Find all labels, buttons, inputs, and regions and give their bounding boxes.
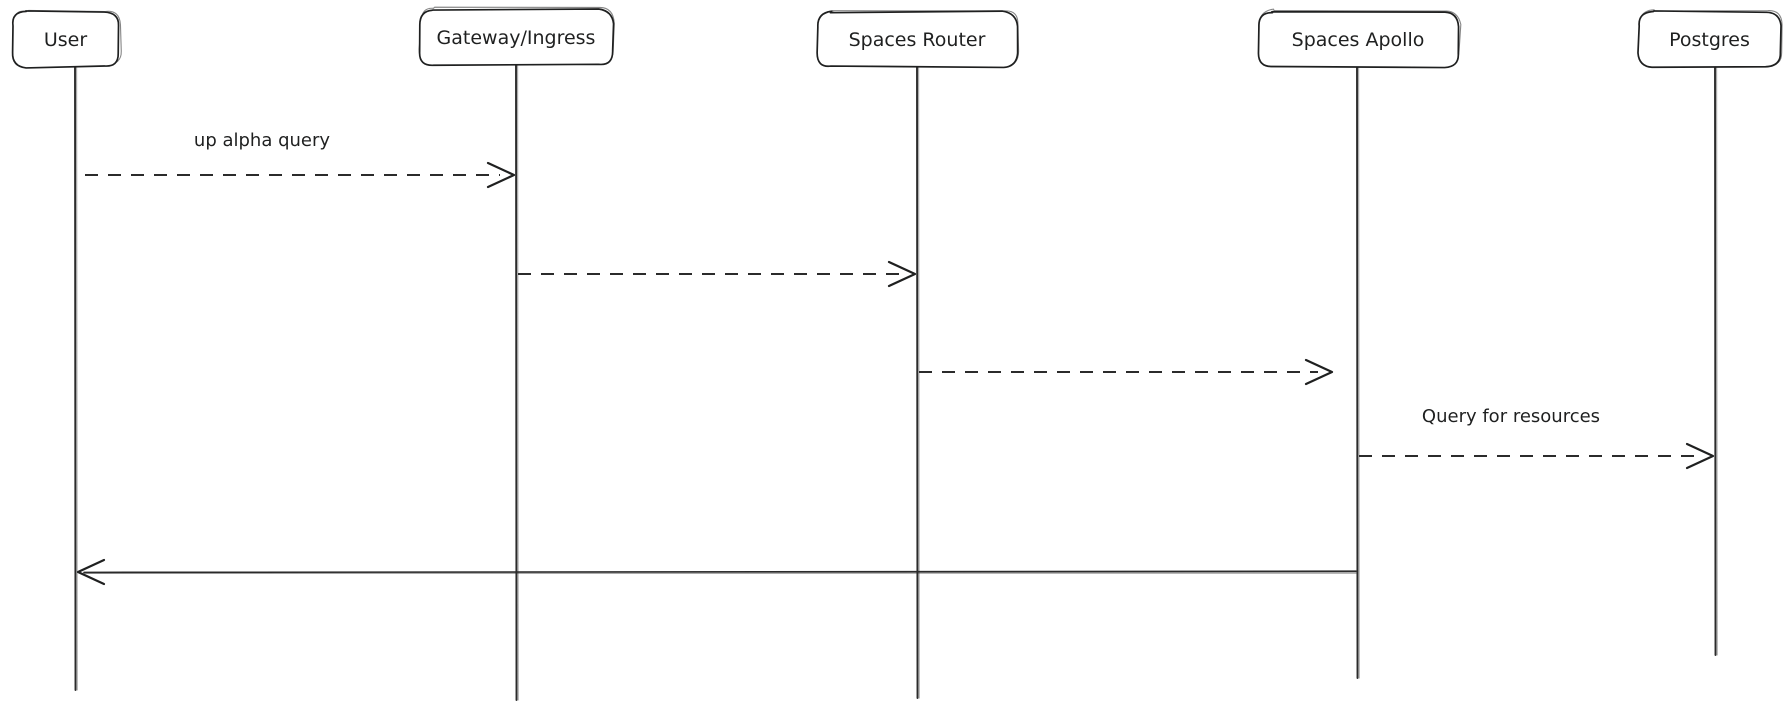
message-label: up alpha query [194, 130, 330, 151]
lifeline-stroke [916, 66, 919, 699]
lifeline-ghost-stroke [1716, 66, 1718, 656]
actor-label-apollo: Spaces Apollo [1292, 29, 1425, 51]
actor-box-shape [11, 10, 120, 69]
message-2[interactable] [919, 358, 1334, 386]
arrow-head-icon [486, 161, 516, 189]
actor-box-gateway[interactable]: Gateway/Ingress [418, 6, 615, 67]
lifeline-ghost-stroke [918, 66, 920, 699]
actors-layer: User Gateway/Ingress Spaces Router Spaces A… [11, 6, 1783, 69]
lifeline-apollo [1356, 66, 1360, 679]
lifeline-stroke [1356, 66, 1359, 679]
actor-box-shape [1637, 10, 1782, 69]
arrow-head-icon [76, 558, 106, 586]
lifeline-ghost-stroke [76, 66, 78, 691]
actor-box-user[interactable]: User [11, 9, 122, 69]
lifeline-postgres [1714, 66, 1718, 656]
actor-box-apollo[interactable]: Spaces Apollo [1257, 8, 1462, 69]
actor-label-gateway: Gateway/Ingress [437, 27, 596, 49]
actor-box-shape [816, 10, 1019, 69]
lifeline-gateway [515, 64, 519, 701]
message-3-query-for-resources[interactable]: Query for resources [1359, 406, 1715, 470]
lifeline-ghost-stroke [1358, 66, 1360, 679]
actor-box-shape [418, 8, 615, 67]
lifelines-layer [74, 64, 1718, 701]
actor-box-postgres[interactable]: Postgres [1637, 9, 1783, 69]
arrow-head-icon [887, 260, 917, 288]
lifeline-ghost-stroke [517, 64, 519, 701]
actor-label-router: Spaces Router [849, 29, 986, 51]
message-label: Query for resources [1422, 406, 1600, 427]
lifeline-router [916, 66, 920, 699]
actor-label-user: User [44, 29, 87, 51]
lifeline-stroke [1714, 66, 1717, 656]
message-1[interactable] [518, 260, 917, 288]
message-line-solid [83, 570, 1357, 574]
message-4[interactable] [76, 558, 1357, 586]
actor-box-router[interactable]: Spaces Router [816, 10, 1020, 69]
lifeline-stroke [74, 66, 77, 691]
lifeline-stroke [515, 64, 518, 701]
message-0-up-alpha-query[interactable]: up alpha query [85, 130, 516, 189]
arrow-head-icon [1685, 442, 1715, 470]
lifeline-user [74, 66, 78, 691]
arrow-head-icon [1304, 358, 1334, 386]
actor-box-shape [1257, 10, 1460, 69]
actor-label-postgres: Postgres [1669, 29, 1750, 51]
